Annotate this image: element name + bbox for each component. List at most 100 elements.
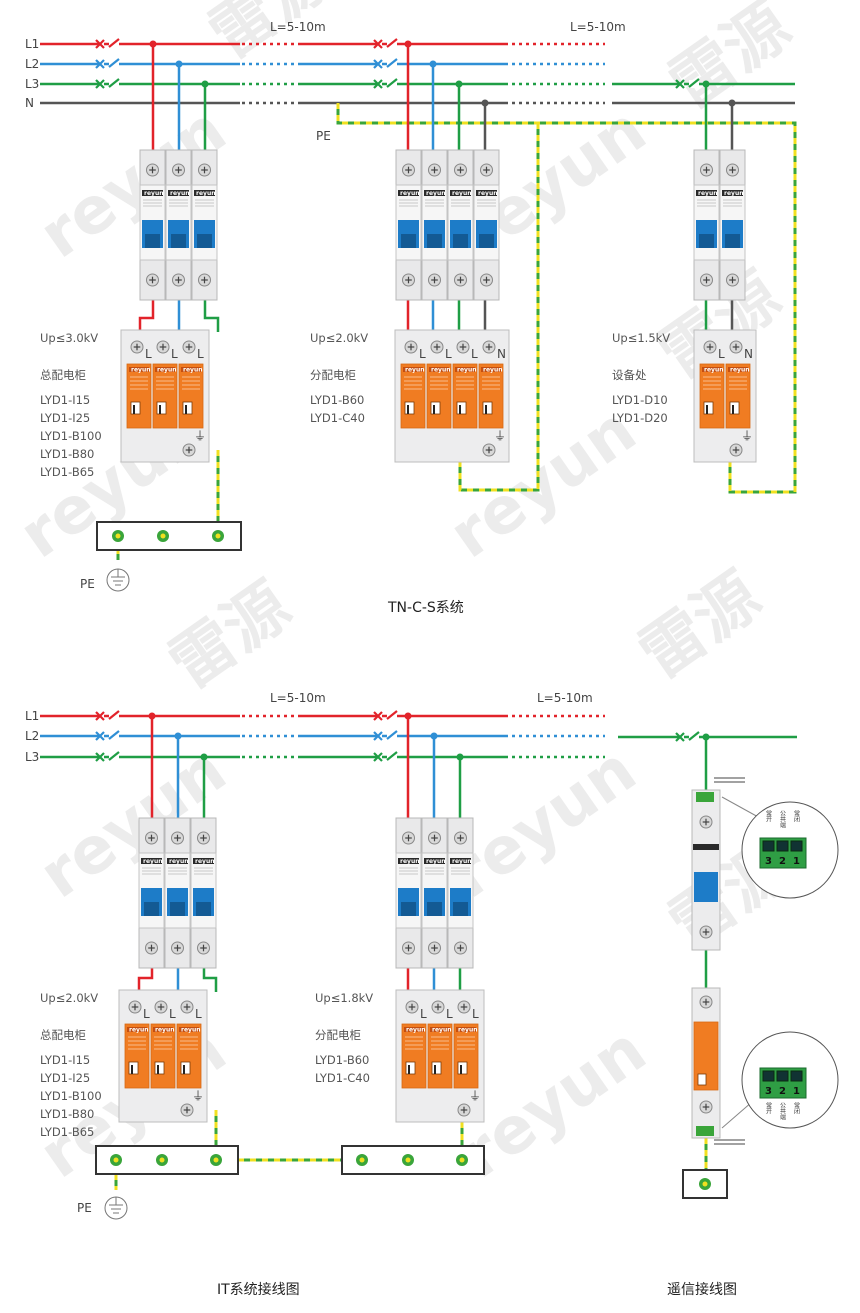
brand-strip (403, 367, 423, 372)
screw-icon (699, 925, 713, 939)
brand-strip (424, 858, 445, 864)
switch-contact-icon (108, 710, 120, 720)
brand-strip (398, 858, 419, 864)
status-window (457, 1061, 468, 1075)
pole-label: L (445, 347, 452, 361)
status-indicator (433, 405, 435, 414)
distance-label: L=5-10m (270, 691, 326, 705)
breaker-handle-shadow (427, 234, 442, 248)
terminal-label: 常闭 (793, 1101, 800, 1115)
brand-strip (404, 1027, 424, 1032)
switch-contact-icon (386, 751, 398, 761)
breaker-handle-shadow (699, 234, 714, 248)
earth-mark: ⏚ (494, 429, 506, 443)
switch-x-stroke (675, 732, 685, 742)
switch-x-icon (675, 732, 685, 742)
pole-label: L (420, 1007, 427, 1021)
tncs-dist-up: Up≤2.0kV (310, 331, 368, 345)
main-ground-bar (96, 521, 242, 551)
screw-icon (428, 163, 441, 177)
brand-label: reyun (406, 1027, 425, 1034)
brand-label: reyun (426, 190, 445, 197)
brand-strip (168, 190, 189, 196)
tncs-main-model: LYD1-I15 (40, 393, 90, 407)
pole-label: L (718, 347, 725, 361)
brand-label: reyun (131, 367, 150, 374)
ground-terminal-core (359, 1157, 365, 1163)
it-main-model: LYD1-B80 (40, 1107, 94, 1121)
junction-dot (702, 80, 710, 88)
brand-label: reyun (400, 858, 419, 865)
spd-feed-wire (202, 968, 218, 992)
screw-icon (171, 831, 184, 845)
switch-x-icon (95, 79, 105, 89)
remote-caption: 遥信接线图 (667, 1281, 737, 1298)
switch-contact-icon (108, 38, 120, 48)
terminal-label: 常开 (765, 1101, 772, 1115)
junction-dot (404, 40, 412, 48)
switch-contact-icon (386, 710, 398, 720)
breaker-handle-shadow (453, 902, 468, 916)
pole-label: L (197, 347, 204, 361)
junction-dot (174, 732, 182, 740)
switch-x-icon (95, 711, 105, 721)
junction-dot (148, 712, 156, 720)
status-indicator (459, 405, 461, 414)
switch-x-icon (373, 731, 383, 741)
switch-x-stroke (675, 79, 685, 89)
junction-dot (481, 99, 489, 107)
brand-label: reyun (196, 190, 215, 197)
brand-label: reyun (452, 190, 471, 197)
it-main-model: LYD1-B100 (40, 1089, 102, 1103)
tncs-main-model: LYD1-B65 (40, 465, 94, 479)
tncs-dist-name: 分配电柜 (310, 368, 356, 382)
status-indicator (407, 405, 409, 414)
screw-icon (402, 941, 415, 955)
brand-label: reyun (183, 367, 202, 374)
junction-dot (404, 712, 412, 720)
status-indicator (185, 405, 187, 414)
watermark-chinese: 雷源 (197, 0, 344, 73)
ground-terminal-core (160, 533, 166, 539)
distance-label: L=5-10m (270, 20, 326, 34)
status-window (154, 1061, 165, 1075)
brand-label: reyun (170, 190, 189, 197)
breaker-handle-shadow (144, 902, 159, 916)
status-indicator (706, 405, 708, 414)
brand-strip (153, 1027, 173, 1032)
brand-strip (167, 858, 188, 864)
it-dist-model: LYD1-B60 (315, 1053, 369, 1067)
screw-icon (146, 163, 159, 177)
line-label-L2: L2 (25, 729, 39, 743)
terminal-slot (776, 1070, 789, 1082)
terminal-slot (790, 1070, 803, 1082)
brand-label: reyun (181, 1027, 200, 1034)
brand-strip (194, 190, 215, 196)
it-main-ground-bar (95, 1145, 239, 1175)
terminal-slot (762, 1070, 775, 1082)
status-window (128, 1061, 139, 1075)
junction-dot (175, 60, 183, 68)
pole-label: N (497, 347, 506, 361)
breaker-handle (694, 872, 718, 902)
brand-label: reyun (431, 367, 450, 374)
screw-icon (726, 163, 739, 177)
terminal-slot (776, 840, 789, 852)
brand-label: reyun (195, 858, 214, 865)
status-indicator (157, 1065, 159, 1074)
screw-icon (454, 273, 467, 287)
screw-icon (480, 163, 493, 177)
switch-contact-icon (108, 78, 120, 88)
switch-contact-icon (386, 38, 398, 48)
status-window (456, 401, 467, 415)
screw-icon (454, 941, 467, 955)
brand-strip (702, 367, 722, 372)
spd-module (426, 363, 452, 429)
screw-icon (172, 273, 185, 287)
tncs-equip-up: Up≤1.5kV (612, 331, 670, 345)
